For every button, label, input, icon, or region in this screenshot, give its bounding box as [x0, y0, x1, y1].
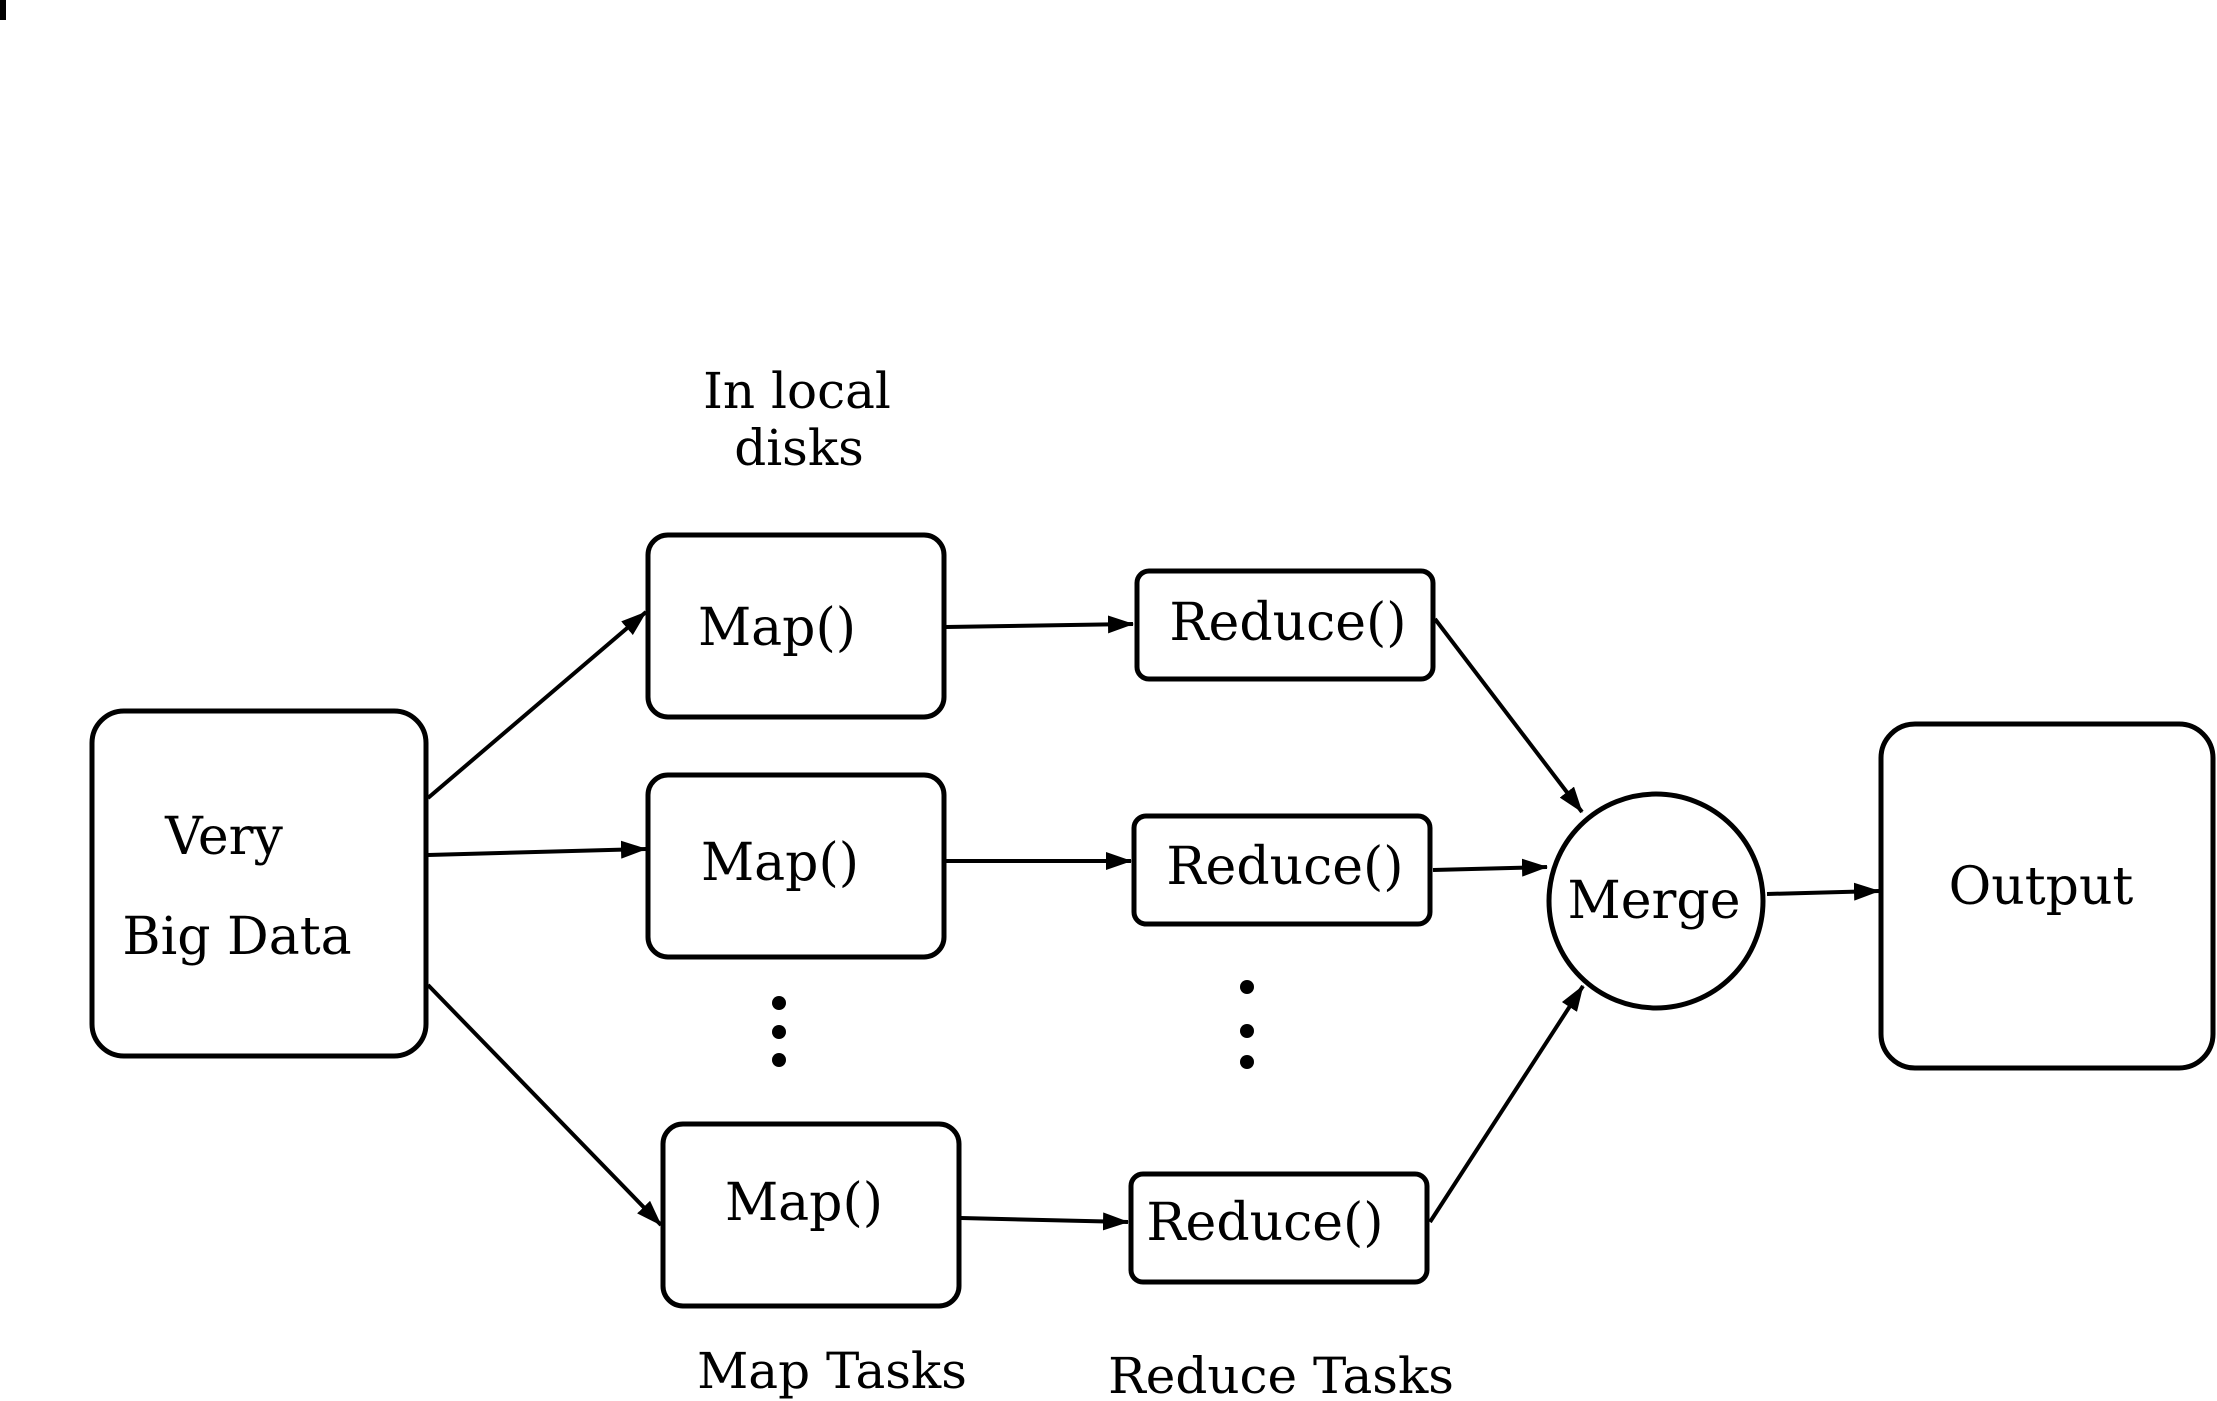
- edge-map3-reduce3: [960, 1212, 1129, 1231]
- node-merge: Merge: [1546, 791, 1766, 1011]
- local-disks-label-line2: disks: [734, 419, 864, 477]
- map-box-1: [645, 532, 947, 720]
- node-map-1: Map(): [645, 532, 947, 720]
- reduce-box-1: [1134, 568, 1436, 682]
- node-map-2: Map(): [645, 772, 947, 960]
- edge-merge-output: [1766, 882, 1880, 901]
- map-ellipsis-dot: [772, 1025, 786, 1039]
- map-label-2: Map(): [701, 833, 859, 893]
- map-label-3: Map(): [725, 1173, 883, 1233]
- reduce-ellipsis: [1240, 980, 1254, 1069]
- reduce-box-3: [1128, 1171, 1430, 1285]
- node-reduce-2: Reduce(): [1131, 813, 1433, 927]
- map-ellipsis: [772, 996, 786, 1067]
- input-label-line1: Very: [164, 807, 283, 867]
- reduce-label-2: Reduce(): [1166, 837, 1403, 897]
- corner-mark: [0, 0, 6, 20]
- node-reduce-1: Reduce(): [1134, 568, 1436, 682]
- map-tasks-label: Map Tasks: [697, 1342, 967, 1400]
- edge-map1-reduce1: [945, 615, 1134, 634]
- reduce-ellipsis-dot: [1240, 1024, 1254, 1038]
- input-label-line2: Big Data: [122, 907, 351, 967]
- local-disks-label-line1: In local: [703, 362, 891, 420]
- node-map-3: Map(): [660, 1121, 962, 1309]
- merge-label: Merge: [1568, 871, 1741, 931]
- output-box: [1878, 721, 2216, 1071]
- reduce-ellipsis-dot: [1240, 980, 1254, 994]
- output-label: Output: [1949, 857, 2134, 917]
- edge-input-map2: [427, 840, 647, 859]
- edges: [426, 610, 1880, 1231]
- map-box-2: [645, 772, 947, 960]
- reduce-box-2: [1131, 813, 1433, 927]
- reduce-tasks-label: Reduce Tasks: [1108, 1347, 1454, 1401]
- reduce-label-1: Reduce(): [1169, 593, 1406, 653]
- edge-input-map1: [426, 610, 648, 800]
- map-ellipsis-dot: [772, 1053, 786, 1067]
- reduce-label-3: Reduce(): [1146, 1193, 1383, 1253]
- input-box: [89, 708, 429, 1059]
- node-reduce-3: Reduce(): [1128, 1171, 1430, 1285]
- map-label-1: Map(): [698, 598, 856, 658]
- node-output: Output: [1878, 721, 2216, 1071]
- reduce-ellipsis-dot: [1240, 1055, 1254, 1069]
- map-box-3: [660, 1121, 962, 1309]
- edge-reduce2-merge: [1432, 858, 1548, 877]
- edge-reduce1-merge: [1433, 617, 1584, 814]
- node-input: Very Big Data: [89, 708, 429, 1059]
- map-ellipsis-dot: [772, 996, 786, 1010]
- merge-circle: [1546, 791, 1766, 1011]
- edge-reduce3-merge: [1428, 984, 1585, 1224]
- edge-input-map3: [426, 983, 663, 1227]
